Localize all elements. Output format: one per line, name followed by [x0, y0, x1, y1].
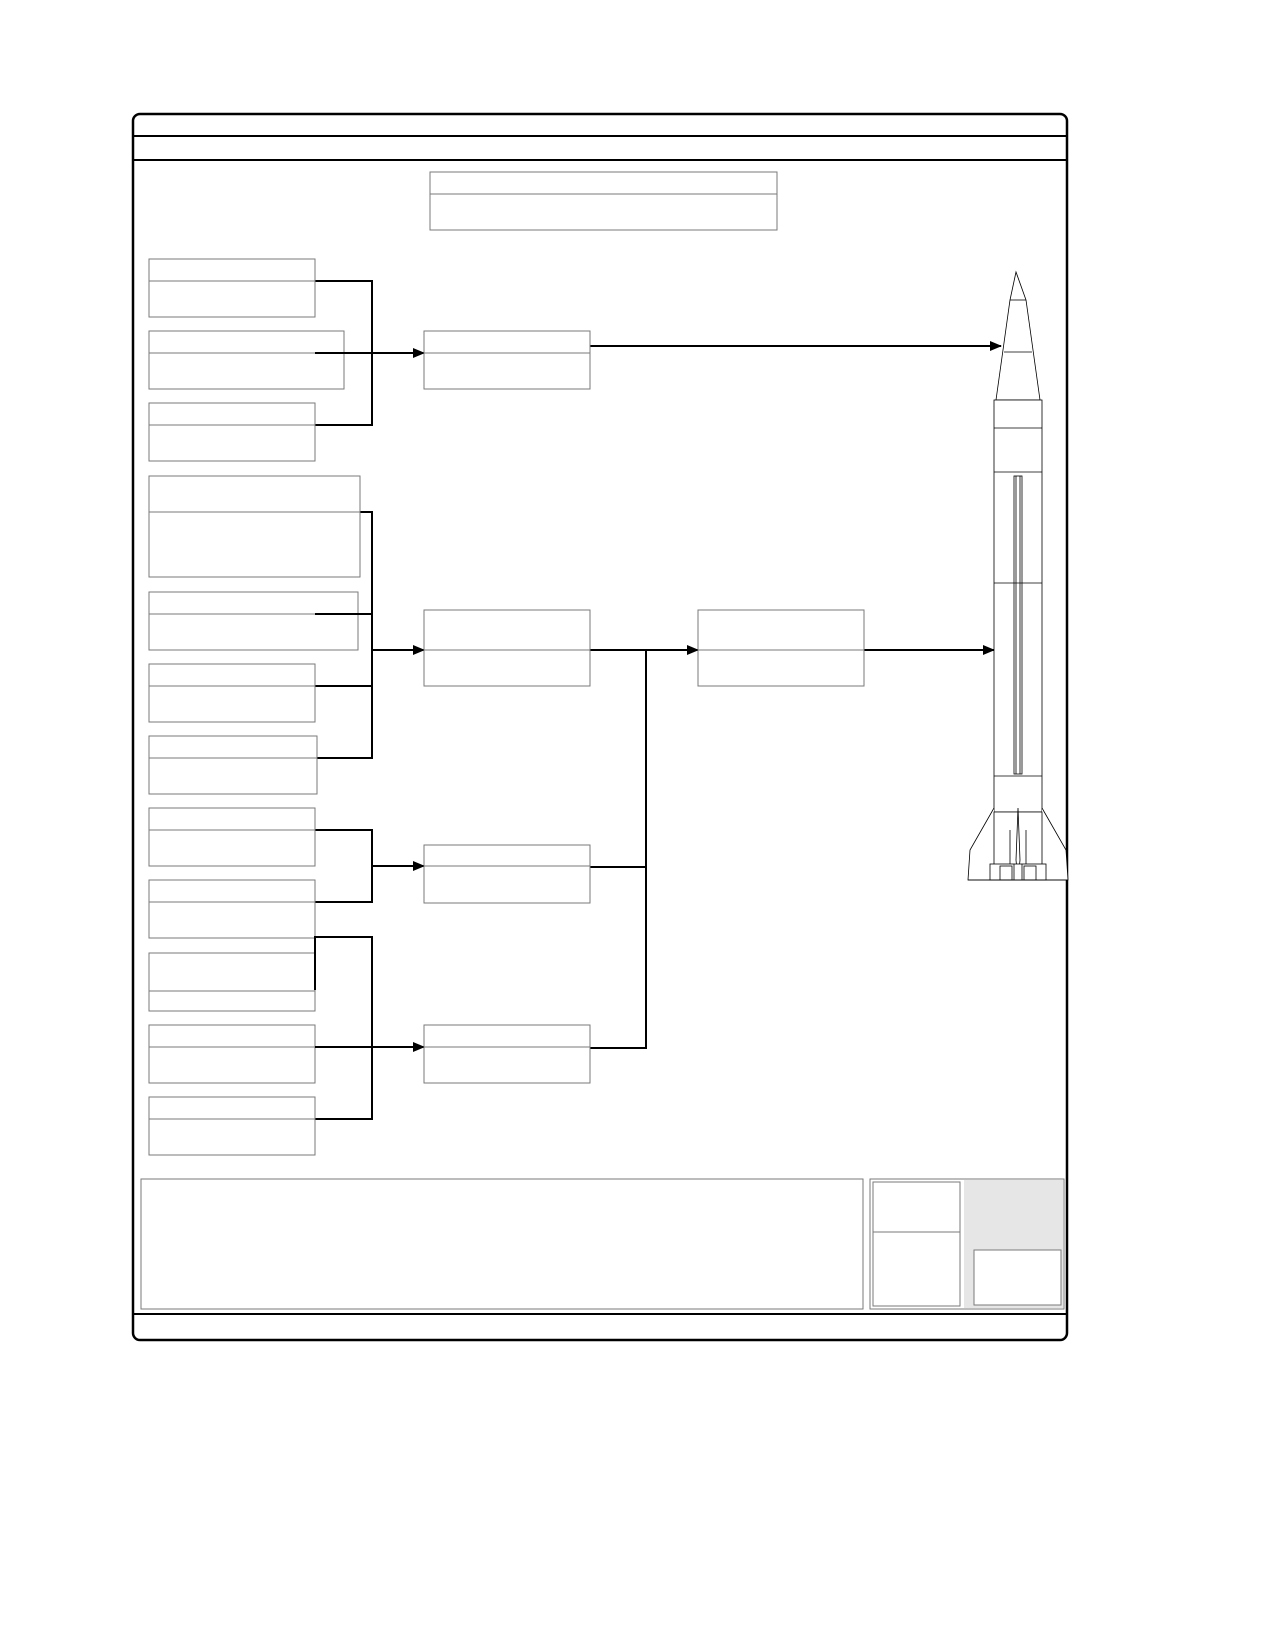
connector-over-box [314, 936, 372, 990]
stage2-source-box-4 [148, 735, 318, 795]
diagram-title-box [429, 171, 778, 231]
stage2-target-box [423, 609, 591, 687]
rocket-illustration [967, 270, 1069, 881]
title-block [869, 1178, 1065, 1310]
stage4-source-box-2 [148, 1024, 316, 1084]
connector-lines [314, 280, 1002, 1120]
stage3-source-box-2 [148, 879, 316, 939]
stage2-source-box-3 [148, 663, 316, 723]
stage4-source-box-3 [148, 1096, 316, 1156]
stage1-source-box-1 [148, 258, 316, 318]
sheet-frame [131, 112, 1069, 1342]
stage4-source-box-1 [148, 952, 316, 1012]
stage3-target-box [423, 844, 591, 904]
stage1-target-box [423, 330, 591, 390]
stage2-source-box-2 [148, 591, 359, 651]
stage1-source-box-2 [148, 330, 345, 390]
assembly-box [697, 609, 865, 687]
stage1-source-box-3 [148, 402, 316, 462]
stage2-source-box-1 [148, 475, 361, 578]
stage3-source-box-1 [148, 807, 316, 867]
notes-box [140, 1178, 864, 1310]
stage4-target-box [423, 1024, 591, 1084]
